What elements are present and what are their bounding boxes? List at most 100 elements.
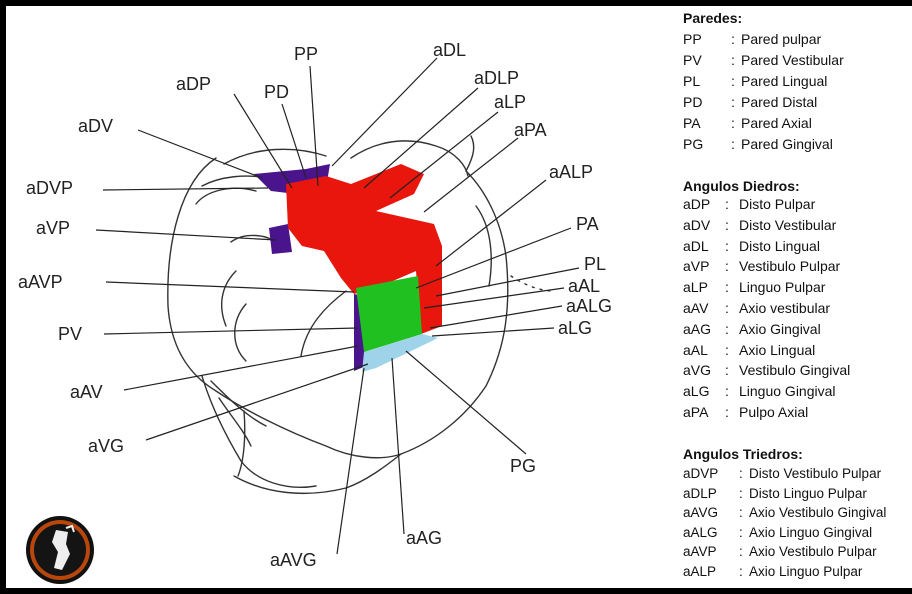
legend-description: Disto Linguo Pulpar bbox=[749, 486, 867, 501]
legend-abbr: aAV bbox=[683, 300, 708, 316]
legend-separator: : bbox=[725, 258, 729, 274]
legend-description: Axio Lingual bbox=[739, 342, 815, 358]
legend-description: Disto Vestibulo Pulpar bbox=[749, 466, 881, 481]
label-aAVG: aAVG bbox=[270, 550, 317, 570]
legend-trihedral-row: aALP: Axio Linguo Pulpar bbox=[683, 564, 912, 584]
legend-description: Disto Pulpar bbox=[739, 196, 815, 212]
legend-dihedral-row: aDL:Disto Lingual bbox=[683, 238, 912, 259]
legend-walls-row: PD: Pared Distal bbox=[683, 94, 912, 115]
legend-abbr: aVP bbox=[683, 258, 709, 274]
legend-description: Pared Distal bbox=[741, 94, 817, 110]
legend-abbr: PA bbox=[683, 115, 701, 131]
legend-walls-row: PV: Pared Vestibular bbox=[683, 52, 912, 73]
label-aDP: aDP bbox=[176, 74, 211, 94]
legend-description: Pared Vestibular bbox=[741, 52, 844, 68]
legend-dihedral-row: aDV: Disto Vestibular bbox=[683, 217, 912, 238]
legend-separator: : bbox=[731, 115, 735, 131]
label-aAV: aAV bbox=[70, 382, 103, 402]
legend-abbr: PV bbox=[683, 52, 702, 68]
legend-abbr: aAVG bbox=[683, 505, 718, 520]
legend-dihedral-row: aLG:Linguo Gingival bbox=[683, 383, 912, 404]
legend-separator: : bbox=[725, 279, 729, 295]
legend-dihedral-title: Angulos Diedros: bbox=[683, 178, 800, 194]
legend-abbr: aAVP bbox=[683, 544, 717, 559]
legend-abbr: PP bbox=[683, 31, 702, 47]
legend-abbr: PL bbox=[683, 73, 700, 89]
legend-trihedral-row: aDLP: Disto Linguo Pulpar bbox=[683, 486, 912, 506]
legend-walls-row: PL: Pared Lingual bbox=[683, 73, 912, 94]
label-PV: PV bbox=[58, 324, 82, 344]
legend-abbr: PG bbox=[683, 136, 703, 152]
legend-abbr: aDVP bbox=[683, 466, 718, 481]
legend-separator: : bbox=[725, 196, 729, 212]
legend-trihedral-row: aAVP:Axio Vestibulo Pulpar bbox=[683, 544, 912, 564]
legend-separator: : bbox=[731, 31, 735, 47]
legend-description: Pared pulpar bbox=[741, 31, 821, 47]
legend-separator: : bbox=[731, 94, 735, 110]
legend-separator: : bbox=[731, 136, 735, 152]
legend-abbr: aVG bbox=[683, 362, 711, 378]
legend-separator: : bbox=[739, 564, 743, 579]
legend-abbr: aDLP bbox=[683, 486, 717, 501]
legend-separator: : bbox=[725, 300, 729, 316]
legend-description: Pared Lingual bbox=[741, 73, 827, 89]
legend-separator: : bbox=[725, 383, 729, 399]
label-PP: PP bbox=[294, 44, 318, 64]
legend-description: Axio Vestibulo Gingival bbox=[749, 505, 886, 520]
legend-separator: : bbox=[739, 505, 743, 520]
figure-panel: PP aDL aDP PD aDLP aLP aDV aPA aDVP aALP… bbox=[6, 6, 912, 588]
legend-trihedral-row: aDVP: Disto Vestibulo Pulpar bbox=[683, 466, 912, 486]
legend-separator: : bbox=[725, 238, 729, 254]
legend-description: Pared Gingival bbox=[741, 136, 833, 152]
legend-separator: : bbox=[731, 73, 735, 89]
legend-abbr: aDP bbox=[683, 196, 710, 212]
legend-description: Linguo Pulpar bbox=[739, 279, 825, 295]
label-aLP: aLP bbox=[494, 92, 526, 112]
legend-description: Pared Axial bbox=[741, 115, 812, 131]
legend-abbr: aLG bbox=[683, 383, 709, 399]
label-aALG: aALG bbox=[566, 296, 612, 316]
label-PA: PA bbox=[576, 214, 599, 234]
legend-description: Axio Linguo Pulpar bbox=[749, 564, 862, 579]
legend-dihedral-row: aAL:Axio Lingual bbox=[683, 342, 912, 363]
label-PD: PD bbox=[264, 82, 289, 102]
legend-description: Pulpo Axial bbox=[739, 404, 808, 420]
legend-dihedral-row: aAV:Axio vestibular bbox=[683, 300, 912, 321]
label-aDLP: aDLP bbox=[474, 68, 519, 88]
legend-abbr: PD bbox=[683, 94, 702, 110]
legend-dihedral-row: aDP: Disto Pulpar bbox=[683, 196, 912, 217]
label-aAG: aAG bbox=[406, 528, 442, 548]
label-aAVP: aAVP bbox=[18, 272, 63, 292]
legend-abbr: aPA bbox=[683, 404, 708, 420]
legend-separator: : bbox=[725, 321, 729, 337]
legend-separator: : bbox=[739, 525, 743, 540]
legend-dihedral-row: aVG:Vestibulo Gingival bbox=[683, 362, 912, 383]
label-aDV: aDV bbox=[78, 116, 113, 136]
legend-trihedral-row: aAVG: Axio Vestibulo Gingival bbox=[683, 505, 912, 525]
legend-separator: : bbox=[739, 486, 743, 501]
legend-description: Axio Linguo Gingival bbox=[749, 525, 872, 540]
legend-separator: : bbox=[725, 362, 729, 378]
legend-abbr: aAG bbox=[683, 321, 711, 337]
legend-separator: : bbox=[739, 544, 743, 559]
legend-abbr: aALG bbox=[683, 525, 718, 540]
legend-dihedral-row: aLP: Linguo Pulpar bbox=[683, 279, 912, 300]
label-PG: PG bbox=[510, 456, 536, 476]
legend-abbr: aDV bbox=[683, 217, 710, 233]
legend-separator: : bbox=[739, 466, 743, 481]
legend-walls-row: PG: Pared Gingival bbox=[683, 136, 912, 157]
legend-trihedral-row: aALG: Axio Linguo Gingival bbox=[683, 525, 912, 545]
diagram-labels: PP aDL aDP PD aDLP aLP aDV aPA aDVP aALP… bbox=[18, 40, 612, 570]
label-aLG: aLG bbox=[558, 318, 592, 338]
legend-abbr: aLP bbox=[683, 279, 708, 295]
legend-dihedral-row: aAG:Axio Gingival bbox=[683, 321, 912, 342]
legend-abbr: aALP bbox=[683, 564, 716, 579]
label-aALP: aALP bbox=[549, 162, 593, 182]
legend-dihedral-row: aPA:Pulpo Axial bbox=[683, 404, 912, 425]
legend-abbr: aAL bbox=[683, 342, 708, 358]
legend-description: Disto Vestibular bbox=[739, 217, 836, 233]
legend-separator: : bbox=[731, 52, 735, 68]
legend-abbr: aDL bbox=[683, 238, 709, 254]
legend-separator: : bbox=[725, 217, 729, 233]
